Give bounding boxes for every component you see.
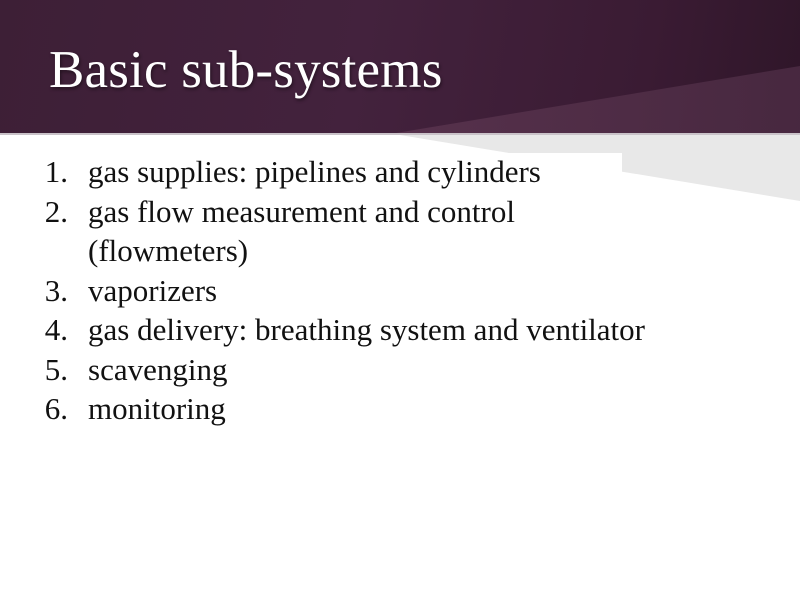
list-number: 5.	[44, 351, 68, 387]
list-number: 1.	[44, 154, 68, 189]
list-text: gas flow measurement and control	[88, 193, 515, 229]
list-text: monitoring	[88, 391, 226, 426]
slide-title: Basic sub-systems	[49, 41, 443, 99]
list-item: 6. monitoring	[36, 389, 776, 429]
list-number: 3.	[44, 272, 68, 308]
list-item: 3. vaporizers	[36, 271, 776, 311]
list-number: 6.	[44, 391, 68, 426]
header-divider	[0, 133, 800, 135]
list-text: gas supplies: pipelines and cylinders	[88, 154, 543, 189]
list-item-continuation: (flowmeters)	[36, 231, 776, 271]
list-item: 1. gas supplies: pipelines and cylinders	[36, 152, 776, 192]
list-number: 4.	[44, 312, 68, 347]
list-item: 5. scavenging	[36, 350, 776, 390]
subsystem-list: 1. gas supplies: pipelines and cylinders…	[36, 152, 776, 429]
list-item: 2. gas flow measurement and control	[36, 192, 776, 232]
list-text: scavenging	[88, 351, 228, 387]
list-number: 2.	[44, 193, 68, 229]
list-item: 4. gas delivery: breathing system and ve…	[36, 310, 776, 350]
list-text: gas delivery: breathing system and venti…	[88, 312, 645, 347]
list-text: vaporizers	[88, 272, 218, 308]
list-text: (flowmeters)	[88, 233, 249, 268]
